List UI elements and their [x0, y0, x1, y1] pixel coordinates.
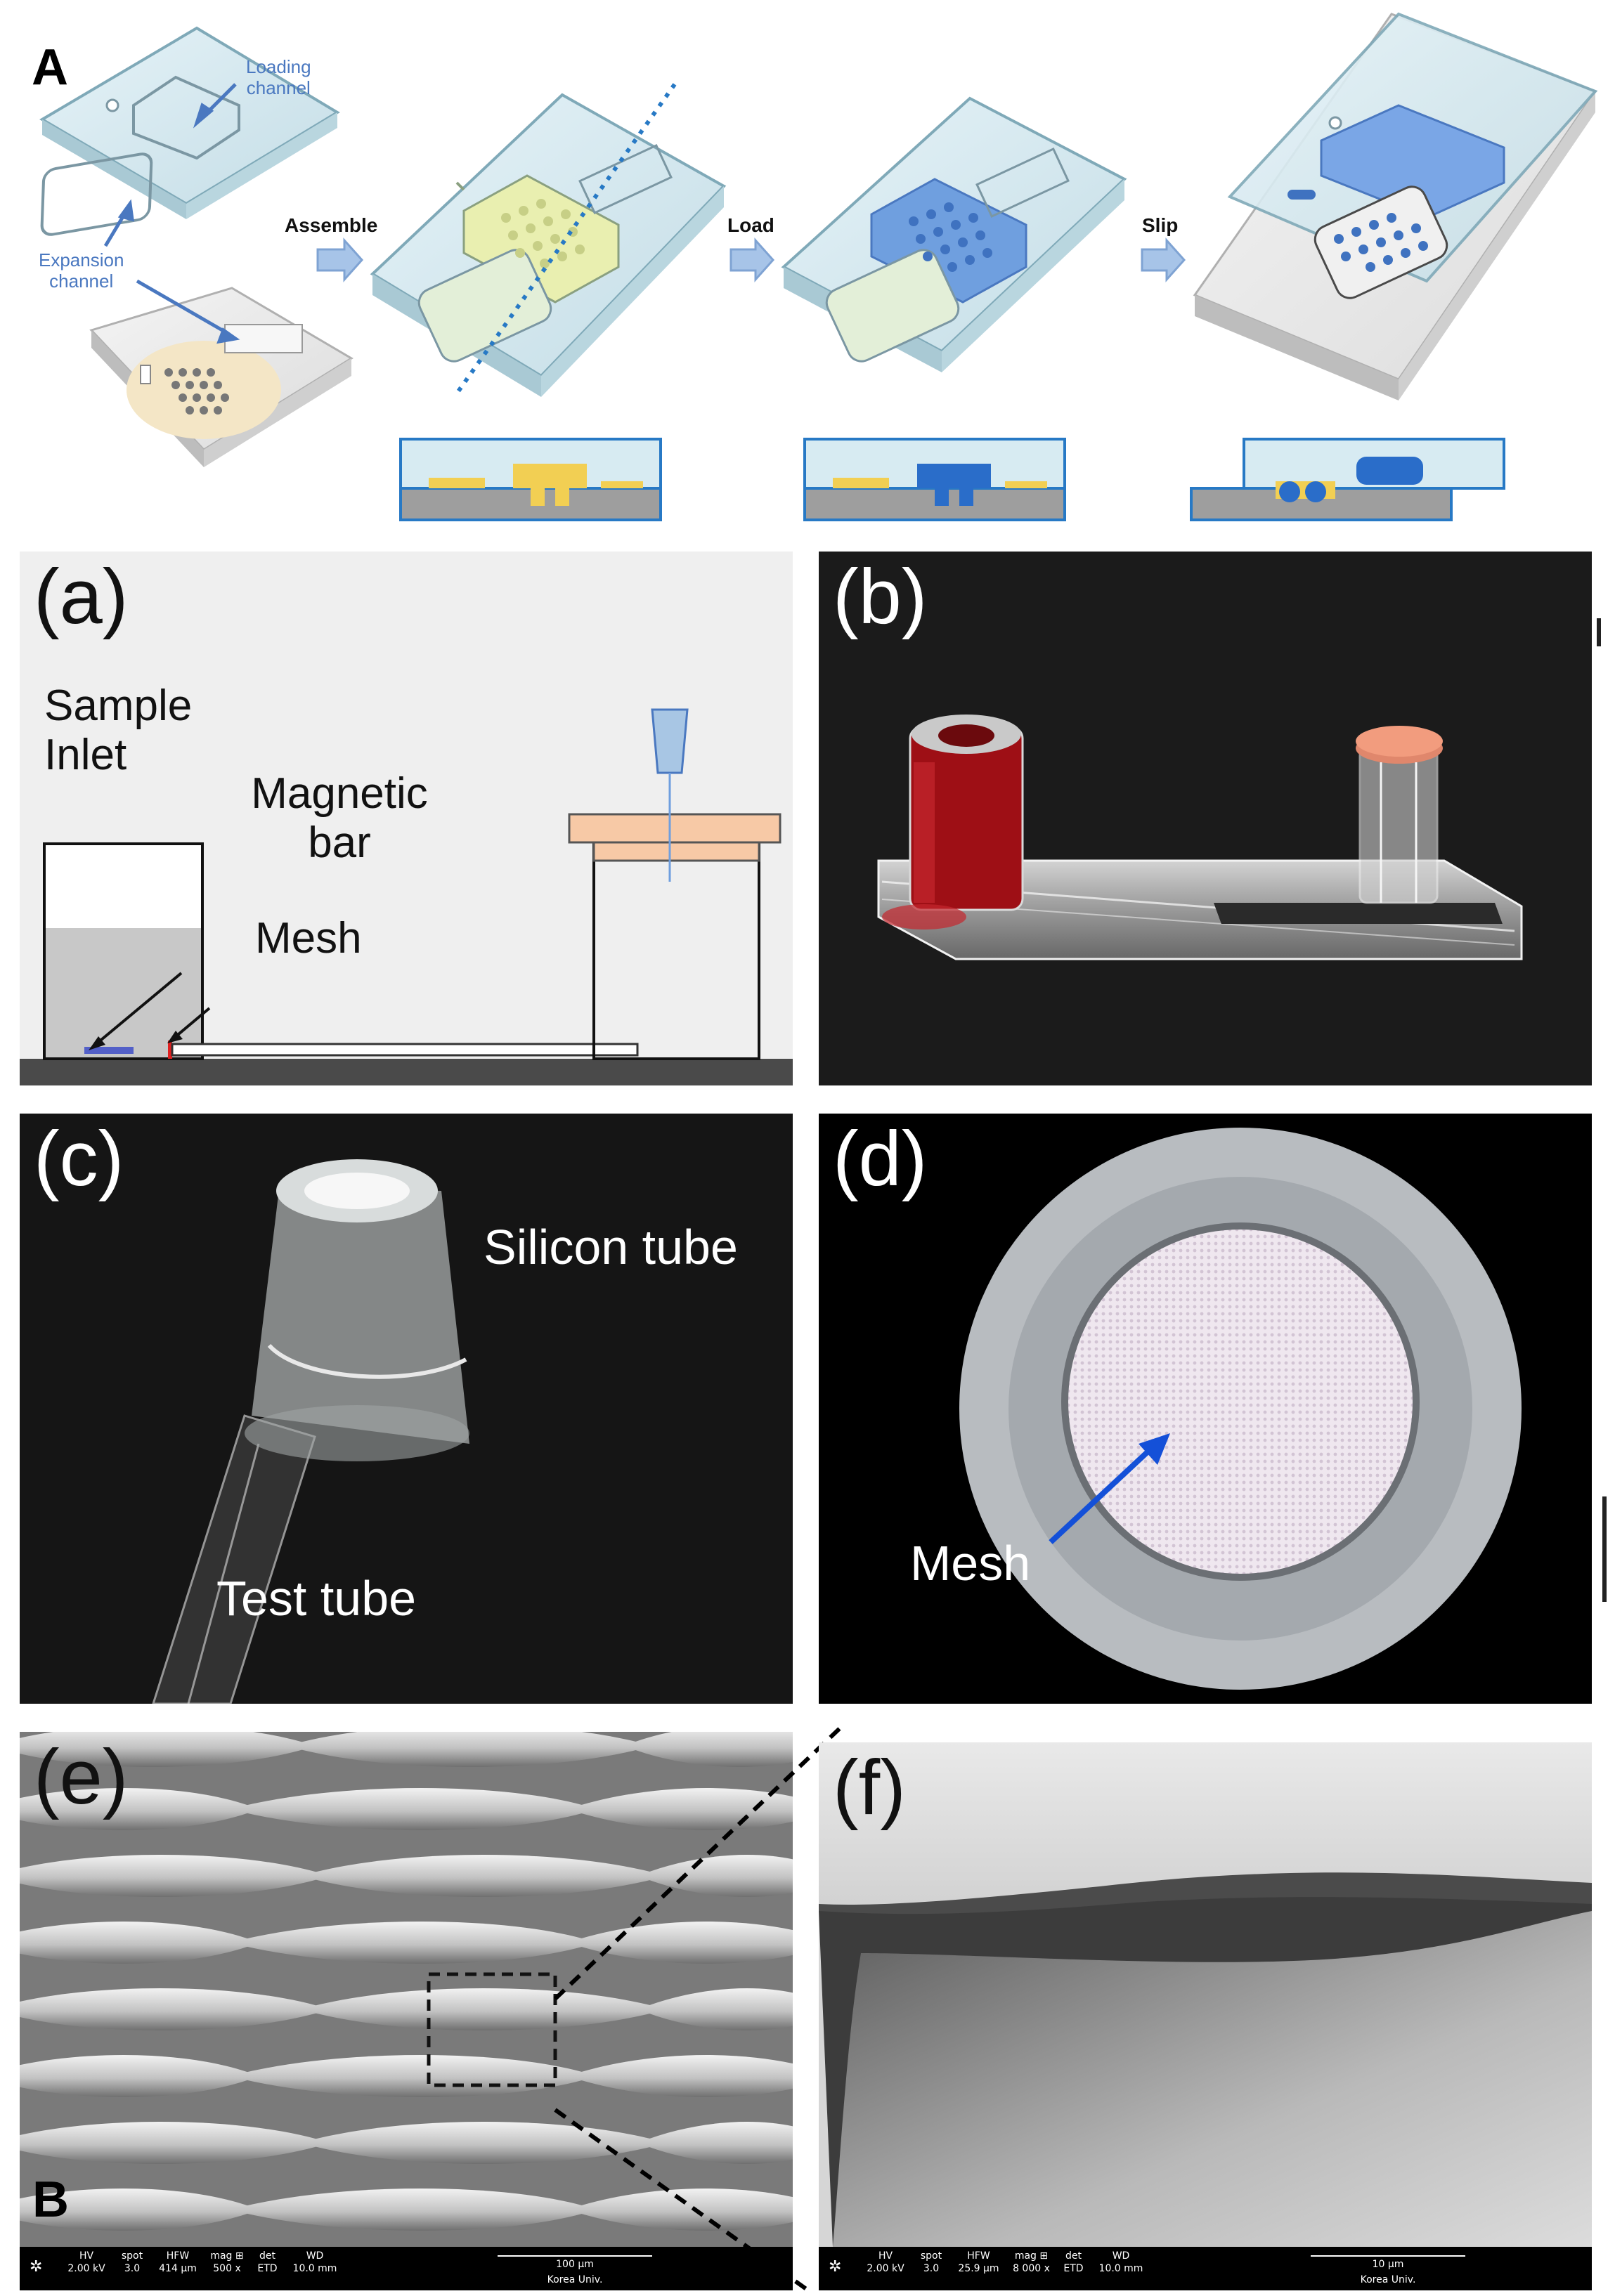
sem-f-scale: 10 µm: [1311, 2250, 1465, 2271]
sample-inlet-label: Sample Inlet: [44, 681, 192, 780]
slipped-chip: [1193, 12, 1598, 400]
panel-d-mesh-photo: [959, 1128, 1522, 1690]
bottom-plate-chip: [89, 287, 354, 467]
panel-a-label: (a): [34, 554, 129, 640]
sem-e-scale: 100 µm: [498, 2250, 652, 2271]
panel-a-device-schematic: [20, 708, 793, 1085]
panel-b-device-photo: [877, 715, 1523, 960]
loaded-chip: [781, 96, 1127, 372]
edge-artifact-bar: [1602, 1496, 1607, 1602]
loading-channel-line-2: channel: [246, 77, 311, 98]
test-tube-label: Test tube: [216, 1571, 417, 1626]
zoom-connector-lines: [553, 1726, 842, 2292]
panel-c-label: (c): [34, 1116, 124, 1202]
step-arrows: [316, 237, 1186, 282]
sem-e-scale-text: 100 µm: [556, 2259, 594, 2270]
cross-section-assemble: [399, 438, 662, 521]
zoom-region-box: [427, 1972, 557, 2087]
magnetic-bar-line-2: bar: [308, 818, 371, 867]
annotation-arrows: [103, 83, 240, 344]
panel-e-sem-image: [20, 1732, 793, 2247]
sem-f-mag: mag ⊞8 000 x: [1013, 2250, 1050, 2274]
mesh-label-a: Mesh: [255, 914, 362, 963]
panel-c: (c) Silicon tube Test tube: [20, 1114, 793, 1704]
cross-section-slip: [1190, 438, 1505, 521]
fei-logo-icon: ✲: [829, 2258, 842, 2276]
expansion-channel-label: Expansion channel: [39, 249, 124, 292]
step-slip-label: Slip: [1142, 214, 1179, 236]
panel-c-tube-photo: [152, 1159, 469, 1704]
panel-a: (a) Sample Inlet Magnetic bar Mesh: [20, 552, 793, 1085]
sem-e-scale-bar: [498, 2255, 652, 2257]
expansion-channel-line-2: channel: [49, 270, 114, 292]
step-load-label: Load: [727, 214, 774, 236]
mesh-label-d: Mesh: [910, 1536, 1031, 1591]
loading-channel-line-1: Loading: [246, 56, 311, 77]
section-line: [455, 83, 677, 395]
assembled-chip: [370, 93, 727, 397]
sample-inlet-line-1: Sample: [44, 681, 193, 730]
sem-e-mag: mag ⊞500 x: [210, 2250, 244, 2274]
sem-f-scale-bar: [1311, 2255, 1465, 2257]
magnetic-bar-line-1: Magnetic: [251, 769, 428, 818]
panel-A-schematic: [39, 12, 1598, 521]
magnetic-bar-label: Magnetic bar: [234, 769, 445, 868]
sem-f-institution: Korea Univ.: [1360, 2274, 1416, 2285]
panel-B-label: B: [32, 2172, 69, 2228]
panel-e-label: (e): [34, 1734, 129, 1820]
panel-A-label: A: [32, 39, 68, 96]
cross-section-load: [803, 438, 1066, 521]
expansion-channel-line-1: Expansion: [39, 249, 124, 270]
top-plate-chip: [39, 26, 340, 236]
panel-A: A Loading channel Expansion channel Asse…: [0, 0, 1615, 541]
panel-d-label: (d): [833, 1116, 928, 1202]
silicon-tube-label: Silicon tube: [484, 1220, 738, 1274]
panel-f-label: (f): [833, 1744, 906, 1831]
fei-logo-icon: ✲: [30, 2258, 43, 2276]
sample-inlet-line-2: Inlet: [44, 731, 127, 779]
sem-f-scale-text: 10 µm: [1372, 2259, 1404, 2270]
step-assemble-label: Assemble: [285, 214, 378, 236]
edge-artifact-bracket: [1597, 618, 1601, 646]
panel-f-sem-image: [819, 1742, 1592, 2247]
panel-d: (d) Mesh: [819, 1114, 1592, 1704]
panel-b-label: (b): [833, 554, 928, 640]
sem-e-institution: Korea Univ.: [547, 2274, 603, 2285]
loading-channel-label: Loading channel: [246, 56, 311, 98]
panel-b: (b): [819, 552, 1592, 1085]
